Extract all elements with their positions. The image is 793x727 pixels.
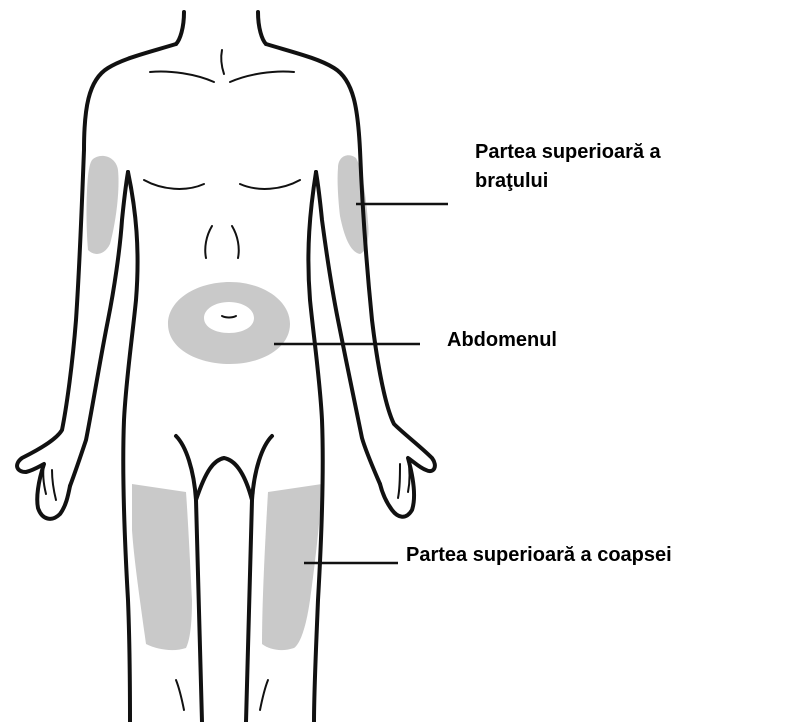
knee-left [176,680,184,710]
upper-arm-label: Partea superioară a braţului [475,138,661,196]
abdomen-label: Abdomenul [447,326,557,355]
injection-areas [87,155,369,650]
neck-right [258,12,266,44]
chest-left [144,180,204,189]
abs-left [205,226,212,258]
chest-right [240,180,300,189]
abs-right [232,226,239,258]
left-outer-contour [17,44,176,519]
left-torso [123,172,137,722]
crotch [196,458,252,500]
hand-left-fingers [43,464,56,500]
body-outline [17,12,435,722]
neck-left [176,12,184,44]
sternum [221,50,224,74]
navel [222,316,236,318]
right-outer-contour [266,44,435,517]
abdomen-area [168,282,290,364]
knee-right [260,680,268,710]
thigh-area-right [262,484,322,650]
thigh-area-left [132,484,192,650]
upper-arm-label-line1: Partea superioară a [475,138,661,167]
thigh-label: Partea superioară a coapsei [406,541,672,570]
collarbone-right [230,71,294,82]
upper-arm-label-line2: braţului [475,167,661,196]
collarbone-left [150,71,214,82]
upper-arm-area-left [87,156,119,254]
right-torso [308,172,322,722]
